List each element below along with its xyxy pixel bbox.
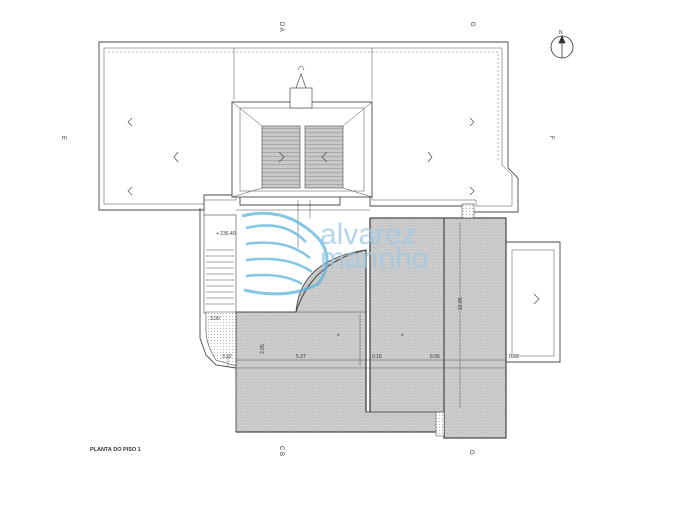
dim-12-85: 12.85 — [458, 297, 464, 310]
level-label: + 236.40 — [216, 231, 236, 237]
section-mark-bottom-left: C B — [278, 446, 284, 456]
section-mark-top-right: G — [469, 22, 475, 27]
section-mark-top-left: D A — [278, 22, 284, 32]
dim-0-22: 0.22 — [509, 354, 519, 360]
roof-outline — [98, 41, 519, 213]
dim-3-22: 3.22 — [222, 354, 232, 360]
dim-a-left: A — [337, 332, 340, 337]
dim-3-00: 3.00 — [210, 316, 220, 322]
dim-5-37: 5.37 — [296, 354, 306, 360]
watermark-logo — [241, 211, 329, 296]
sheet-title: PLANTA DO PISO 1 — [90, 447, 141, 453]
dim-a-right: A — [401, 332, 404, 337]
north-arrow-icon — [550, 34, 574, 59]
section-mark-right: F — [548, 136, 554, 140]
dimension-lines — [227, 222, 506, 408]
right-balcony — [505, 241, 561, 363]
north-arrow-label: N — [559, 30, 563, 36]
section-mark-left: E — [60, 136, 66, 140]
dim-3-85: 3.85 — [260, 344, 266, 354]
watermark-line-1: alvarez — [320, 218, 417, 251]
dim-0-16: 0.16 — [372, 354, 382, 360]
floor-slab — [199, 200, 507, 439]
section-mark-bottom-right: G — [468, 450, 474, 455]
watermark-line-2: marinho — [320, 242, 428, 275]
dim-6-06: 6.06 — [430, 354, 440, 360]
stair-core — [231, 65, 373, 198]
